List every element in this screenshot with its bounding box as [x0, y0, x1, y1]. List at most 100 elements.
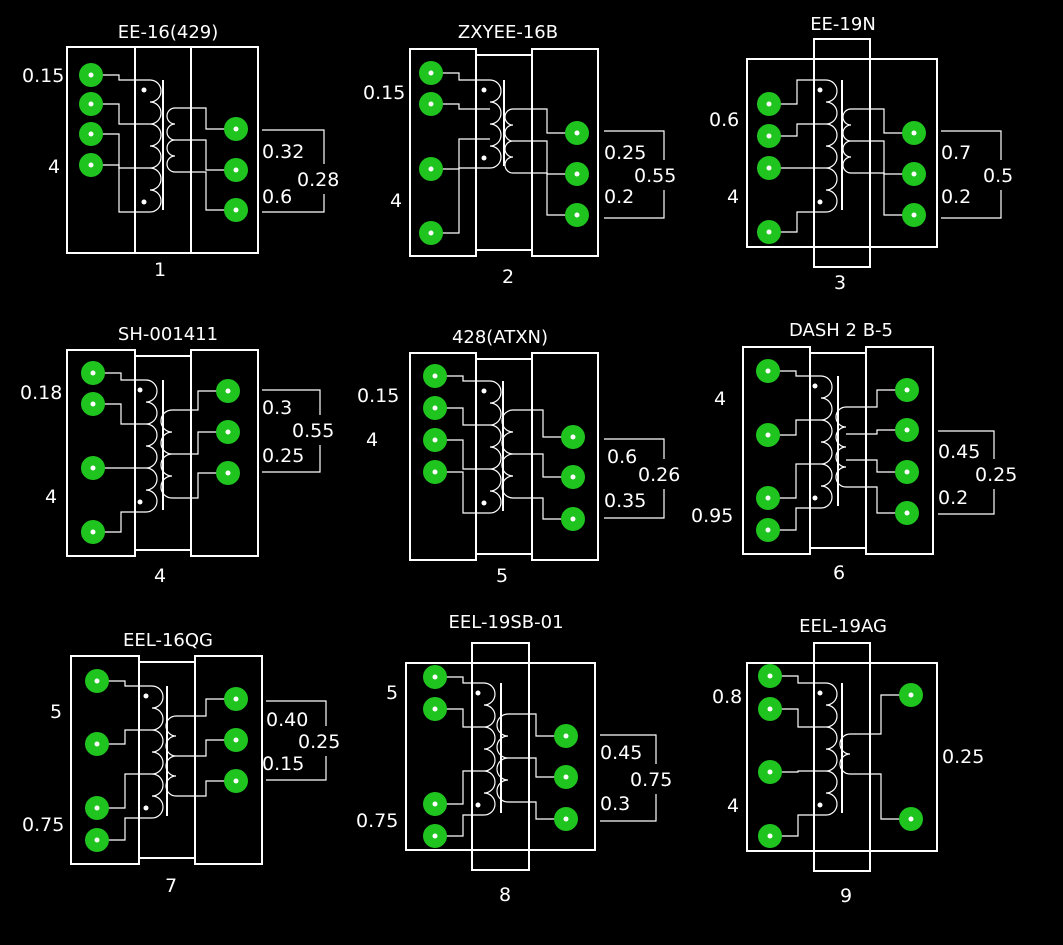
primary-pin-center — [766, 101, 772, 107]
primary-lead-wire — [93, 511, 146, 533]
secondary-pin-center — [908, 816, 914, 822]
secondary-lead-wire — [846, 429, 907, 435]
primary-wire-gauge-label: 0.95 — [691, 505, 733, 527]
dimension-bracket — [938, 489, 995, 515]
secondary-pin-center — [563, 774, 569, 780]
secondary-wire-gauge-label: 0.45 — [938, 441, 980, 463]
transformer-model-label: EEL-19SB-01 — [448, 612, 563, 633]
primary-pin-center — [432, 469, 438, 475]
primary-lead-wire — [97, 680, 152, 687]
secondary-wire-gauge-label: 0.2 — [941, 186, 971, 208]
primary-winding — [489, 79, 502, 169]
primary-winding — [151, 685, 164, 819]
primary-pin-center — [765, 495, 771, 501]
secondary-pin-center — [904, 387, 910, 393]
polarity-dot — [481, 155, 487, 161]
primary-wire-gauge-label: 0.18 — [20, 382, 62, 404]
secondary-lead-wire — [172, 431, 228, 455]
secondary-pin-center — [911, 171, 917, 177]
primary-wire-gauge-label: 5 — [50, 701, 62, 723]
primary-pin-center — [432, 437, 438, 443]
primary-pin-center — [90, 529, 96, 535]
secondary-total-gauge-label: 0.55 — [292, 420, 334, 442]
dimension-bracket — [604, 130, 665, 160]
dimension-bracket — [604, 489, 665, 519]
secondary-pin-header — [190, 349, 259, 557]
polarity-dot — [481, 87, 487, 93]
dimension-bracket — [262, 194, 325, 213]
primary-pin-center — [766, 165, 772, 171]
transformer-number-label: 7 — [165, 875, 177, 897]
secondary-winding — [166, 107, 176, 173]
primary-pin-center — [432, 801, 438, 807]
primary-wire-gauge-label: 0.75 — [356, 810, 398, 832]
secondary-wire-gauge-label: 0.40 — [266, 709, 308, 731]
primary-pin-center — [94, 741, 100, 747]
dimension-bracket — [600, 734, 657, 764]
secondary-winding — [504, 108, 514, 174]
secondary-pin-center — [911, 130, 917, 136]
primary-wire-gauge-label: 4 — [727, 795, 739, 817]
polarity-dot — [817, 802, 823, 808]
dimension-bracket — [600, 794, 657, 822]
primary-pin-center — [428, 70, 434, 76]
primary-wire-gauge-label: 0.6 — [709, 109, 739, 131]
primary-wire-gauge-label: 4 — [366, 429, 378, 451]
secondary-wire-gauge-label: 0.25 — [262, 445, 304, 467]
primary-pin-center — [766, 133, 772, 139]
transformer-model-label: DASH 2 B-5 — [789, 320, 893, 341]
primary-pin-center — [767, 769, 773, 775]
transformer-model-label: ZXYEE-16B — [458, 22, 558, 43]
transformer-number-label: 2 — [502, 266, 514, 288]
secondary-winding — [496, 713, 509, 803]
primary-winding — [825, 79, 838, 213]
primary-wire-gauge-label: 4 — [48, 156, 60, 178]
primary-pin-center — [765, 368, 771, 374]
secondary-pin-center — [911, 212, 917, 218]
primary-pin-center — [767, 833, 773, 839]
primary-winding — [145, 379, 158, 513]
polarity-dot — [481, 500, 487, 506]
core-center — [813, 642, 871, 872]
secondary-lead-wire — [513, 409, 573, 438]
primary-wire-gauge-label: 0.15 — [22, 65, 64, 87]
primary-lead-wire — [769, 79, 826, 105]
primary-lead-wire — [431, 138, 490, 170]
primary-lead-wire — [435, 708, 484, 728]
primary-lead-wire — [768, 370, 821, 377]
primary-pin-header — [409, 48, 477, 257]
secondary-total-gauge-label: 0.55 — [634, 165, 676, 187]
secondary-lead-wire — [513, 108, 577, 134]
core-center — [813, 38, 871, 268]
primary-pin-center — [94, 837, 100, 843]
bobbin-outline — [66, 46, 259, 254]
primary-pin-center — [765, 527, 771, 533]
secondary-lead-wire — [850, 773, 911, 820]
secondary-winding — [835, 406, 847, 488]
primary-lead-wire — [770, 814, 826, 837]
primary-wire-gauge-label: 4 — [714, 388, 726, 410]
primary-lead-wire — [91, 103, 150, 125]
primary-lead-wire — [431, 72, 490, 81]
secondary-wire-gauge-label: 0.6 — [262, 186, 292, 208]
primary-pin-center — [88, 72, 94, 78]
secondary-pin-header — [194, 655, 263, 865]
primary-lead-wire — [97, 773, 152, 809]
polarity-dot — [141, 199, 147, 205]
primary-pin-center — [94, 805, 100, 811]
secondary-lead-wire — [172, 390, 228, 411]
primary-lead-wire — [435, 407, 490, 426]
secondary-lead-wire — [513, 497, 573, 520]
dimension-bracket — [262, 445, 321, 473]
secondary-pin-center — [574, 171, 580, 177]
primary-pin-center — [90, 465, 96, 471]
polarity-dot — [817, 690, 823, 696]
polarity-dot — [812, 495, 818, 501]
primary-pin-center — [767, 706, 773, 712]
primary-pin-center — [428, 101, 434, 107]
secondary-total-gauge-label: 0.25 — [942, 746, 984, 768]
secondary-wire-gauge-label: 0.15 — [262, 753, 304, 775]
transformer-model-label: 428(ATXN) — [452, 327, 548, 348]
